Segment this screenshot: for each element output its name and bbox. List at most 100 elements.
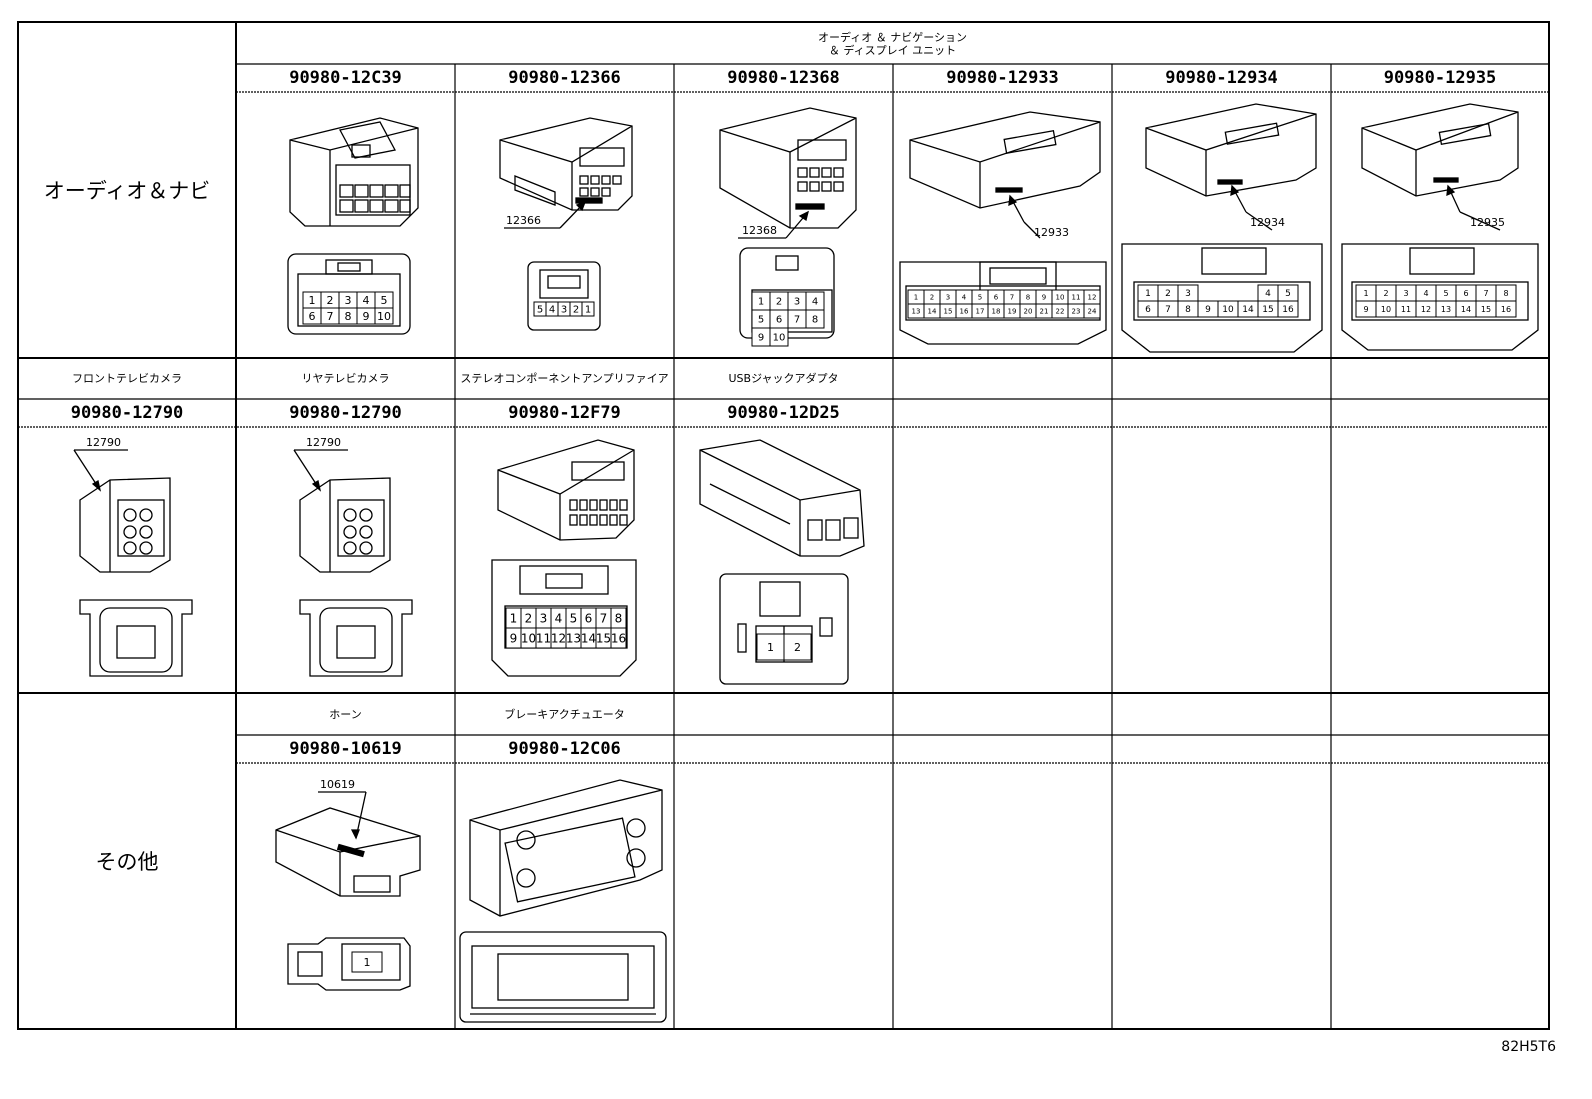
part-number: 90980-12368 — [727, 68, 840, 88]
pin-number: 20 — [1024, 308, 1033, 316]
pin-number: 13 — [912, 308, 921, 316]
pin-number: 24 — [1088, 308, 1097, 316]
pin-number: 15 — [1262, 305, 1273, 315]
connector-face-12790-rear — [299, 599, 413, 677]
connector-iso-12d25 — [699, 439, 865, 557]
connector-face-12c06 — [459, 931, 667, 1023]
part-number: 90980-12366 — [508, 68, 621, 88]
part-number: 90980-12C06 — [508, 739, 621, 759]
part-number: 90980-12935 — [1383, 68, 1497, 88]
pin-number: 1 — [364, 956, 371, 969]
pin-number: 6 — [309, 310, 316, 323]
pin-number: 17 — [976, 308, 985, 316]
part-number: 90980-10619 — [289, 739, 402, 759]
pin-number: 15 — [1481, 305, 1491, 314]
pin-number: 7 — [1165, 305, 1171, 315]
pin-number: 16 — [960, 308, 969, 316]
row2-header: USBジャックアダプタ — [728, 372, 839, 385]
part-number: 90980-12C39 — [289, 68, 402, 88]
pin-number: 9 — [510, 631, 518, 645]
pin-number: 4 — [555, 611, 563, 625]
connector-iso-12366 — [499, 117, 633, 229]
pin-number: 8 — [1503, 289, 1508, 298]
pin-cell — [756, 633, 785, 661]
pin-number: 14 — [1461, 305, 1471, 314]
pin-number: 18 — [992, 308, 1001, 316]
pin-number: 10 — [1222, 305, 1234, 315]
pin-number: 4 — [1423, 289, 1428, 298]
pin-number: 10 — [377, 310, 391, 323]
pin-number: 8 — [615, 611, 623, 625]
pin-cell — [1495, 300, 1517, 318]
part-number: 90980-12F79 — [508, 403, 621, 423]
pin-number: 6 — [1463, 289, 1468, 298]
pin-number: 23 — [1072, 308, 1081, 316]
pin-cell — [783, 633, 812, 661]
pin-number: 14 — [928, 308, 937, 316]
part-number: 90980-12790 — [289, 403, 402, 423]
pin-number: 5 — [1285, 289, 1291, 299]
pin-number: 4 — [812, 297, 818, 308]
pin-number: 9 — [1205, 305, 1211, 315]
pin-number: 13 — [1441, 305, 1451, 314]
pin-number: 15 — [596, 631, 611, 645]
pin-number: 8 — [812, 315, 818, 326]
pin-number: 14 — [1242, 305, 1254, 315]
connector-iso-12934 — [1145, 103, 1317, 231]
pin-number: 10 — [1056, 294, 1065, 302]
connector-face-10619 — [287, 937, 411, 991]
pin-number: 1 — [914, 294, 918, 302]
connector-face-12366 — [527, 261, 601, 331]
connector-iso-12f79 — [497, 439, 635, 541]
row2-header: リヤテレビカメラ — [301, 372, 390, 385]
pin-number: 2 — [573, 305, 579, 316]
pin-number: 8 — [1026, 294, 1030, 302]
pin-number: 7 — [327, 310, 334, 323]
pin-number: 9 — [1042, 294, 1046, 302]
pin-number: 10 — [773, 333, 786, 344]
callout-label: 12935 — [1470, 216, 1505, 229]
pin-cell — [610, 627, 627, 649]
row2-header: フロントテレビカメラ — [72, 372, 182, 385]
pin-number: 11 — [536, 631, 551, 645]
pin-number: 10 — [1381, 305, 1391, 314]
pin-number: 2 — [794, 641, 801, 654]
connector-iso-12368 — [719, 107, 857, 239]
pin-number: 3 — [946, 294, 950, 302]
connector-iso-12790-rear — [293, 449, 391, 573]
pin-number: 9 — [758, 333, 764, 344]
pin-number: 7 — [1483, 289, 1488, 298]
callout-label: 12368 — [742, 224, 777, 237]
connector-iso-12935 — [1361, 103, 1519, 231]
pin-number: 12 — [551, 631, 566, 645]
pin-number: 4 — [549, 305, 555, 316]
connector-face-12934 — [1121, 243, 1323, 353]
connector-iso-10619 — [275, 791, 421, 897]
pin-number: 3 — [1185, 289, 1191, 299]
pin-number: 3 — [345, 294, 352, 307]
pin-number: 13 — [566, 631, 581, 645]
callout-label: 12934 — [1250, 216, 1285, 229]
pin-number: 6 — [994, 294, 999, 302]
pin-number: 1 — [309, 294, 316, 307]
row2-header: ステレオコンポーネントアンプリファイア — [460, 372, 669, 385]
pin-number: 8 — [1185, 305, 1191, 315]
pin-number: 5 — [1443, 289, 1448, 298]
connector-iso-12790-front — [73, 449, 171, 573]
pin-number: 2 — [327, 294, 334, 307]
pin-number: 22 — [1056, 308, 1065, 316]
figure-code: 82H5T6 — [1501, 1039, 1556, 1055]
pin-number: 10 — [521, 631, 536, 645]
pin-number: 3 — [794, 297, 800, 308]
pin-cell — [805, 309, 825, 329]
part-number: 90980-12933 — [946, 68, 1059, 88]
connector-iso-12c06 — [469, 779, 663, 917]
pin-number: 16 — [1501, 305, 1511, 314]
pin-number: 5 — [381, 294, 388, 307]
connector-face-12d25 — [719, 573, 849, 685]
pin-number: 8 — [345, 310, 352, 323]
callout-label: 12790 — [86, 436, 121, 449]
pin-number: 1 — [767, 641, 774, 654]
